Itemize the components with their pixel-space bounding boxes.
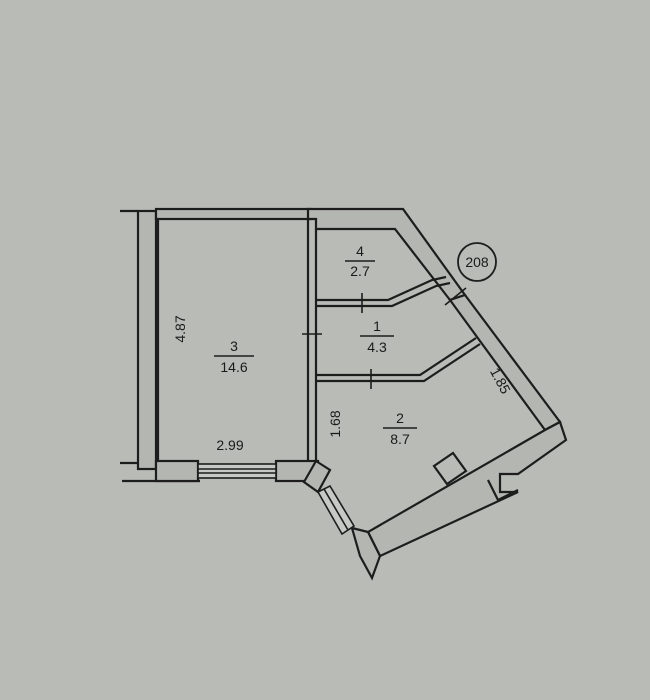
dimension-room-2-left: 1.68 <box>327 410 343 437</box>
partition-wall-vertical <box>302 219 322 470</box>
top-wall-room-3 <box>154 207 312 221</box>
room-1-area: 4.3 <box>367 339 387 355</box>
room-2-number: 2 <box>396 410 404 426</box>
dimension-room-3-width: 2.99 <box>216 437 243 453</box>
partition-4-1 <box>316 275 467 313</box>
apartment-number: 208 <box>465 254 489 270</box>
room-4-area: 2.7 <box>350 263 370 279</box>
balcony-notch <box>487 479 519 502</box>
room-3-area: 14.6 <box>220 359 247 375</box>
left-wall-stub <box>120 209 200 483</box>
outer-wall-top-right <box>306 207 467 302</box>
window-room-3 <box>197 463 277 479</box>
room-1-number: 1 <box>373 318 381 334</box>
room-3-number: 3 <box>230 338 238 354</box>
partition-1-2 <box>316 337 481 389</box>
room-2-area: 8.7 <box>390 431 410 447</box>
apartment-number-badge: 208 <box>457 242 497 282</box>
bottom-wall-room-3 <box>154 459 320 483</box>
ventilation-shaft <box>432 451 468 486</box>
entrance-wall <box>302 459 382 581</box>
room-4-number: 4 <box>356 243 364 259</box>
dimension-room-3-height: 4.87 <box>172 315 188 342</box>
